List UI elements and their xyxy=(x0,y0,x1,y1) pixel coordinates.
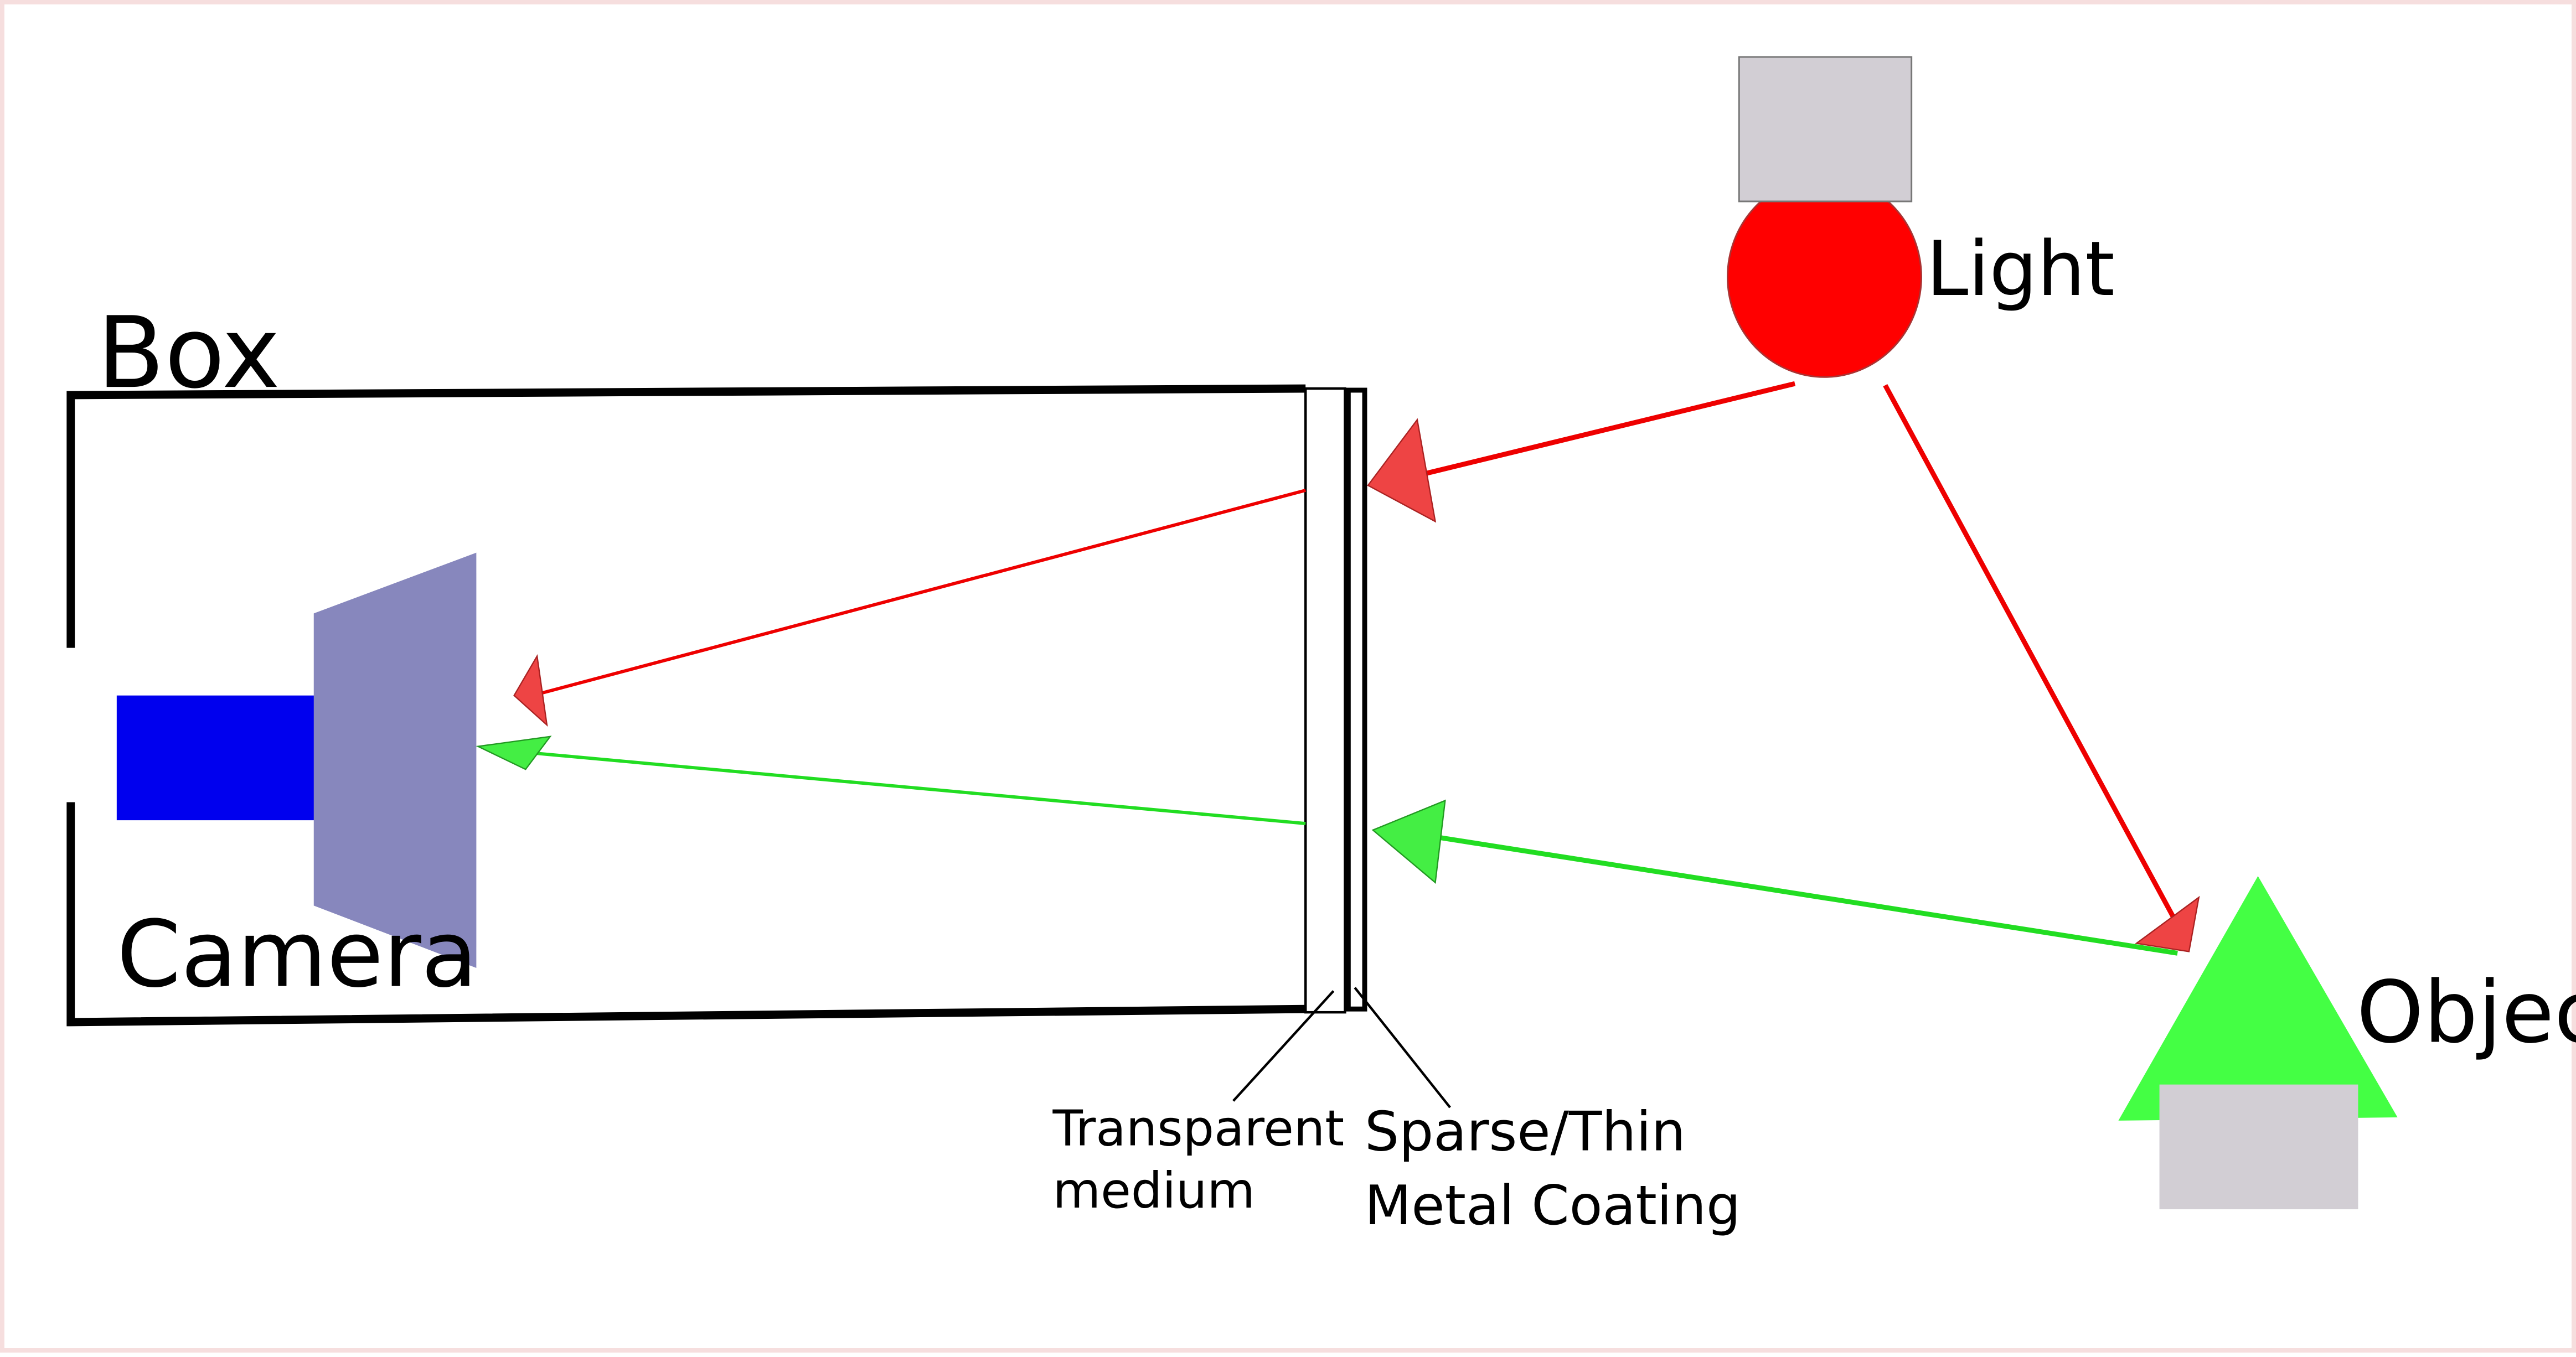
red-light-rays xyxy=(513,381,2200,952)
object-triangle xyxy=(2118,876,2398,1121)
red-ray-light-to-coating xyxy=(1416,381,1796,478)
camera-label: Camera xyxy=(117,902,478,1008)
transparent-medium-label-line2: medium xyxy=(1052,1162,1255,1219)
metal-coating-leader xyxy=(1354,987,1451,1109)
red-ray-light-to-object xyxy=(1883,384,2177,920)
green-ray-to-camera xyxy=(514,749,1306,825)
light-label: Light xyxy=(1926,225,2114,313)
box-top-wall xyxy=(66,384,1306,648)
green-arrowhead-camera xyxy=(476,736,552,770)
light-bulb xyxy=(1727,175,1922,378)
object-base xyxy=(2159,1084,2358,1210)
diagram-svg: Box Camera Transparent medium Sparse/Thi… xyxy=(66,56,2576,1237)
metal-coating-label-line2: Metal Coating xyxy=(1365,1174,1741,1237)
box-outline xyxy=(66,384,1306,1027)
box-label: Box xyxy=(97,296,280,410)
camera-body xyxy=(116,695,317,821)
green-arrowhead-coating xyxy=(1371,799,1446,884)
box-bottom-wall xyxy=(66,802,1306,1027)
camera-lens xyxy=(313,552,477,968)
object-label: Object xyxy=(2356,964,2576,1063)
transparent-medium-label-line1: Transparent xyxy=(1052,1099,1344,1157)
light-base xyxy=(1738,56,1913,203)
red-arrowhead-coating xyxy=(1367,418,1437,523)
metal-coating-label-line1: Sparse/Thin xyxy=(1365,1100,1686,1163)
transparent-medium-leader xyxy=(1232,990,1335,1102)
metal-coating xyxy=(1345,387,1367,1012)
green-ray-object-to-coating xyxy=(1433,834,2178,956)
red-ray-to-camera xyxy=(538,489,1306,696)
transparent-medium xyxy=(1304,387,1346,1014)
green-light-rays xyxy=(476,736,2178,956)
red-arrowhead-camera xyxy=(513,654,548,727)
red-arrowhead-object xyxy=(2135,895,2200,952)
